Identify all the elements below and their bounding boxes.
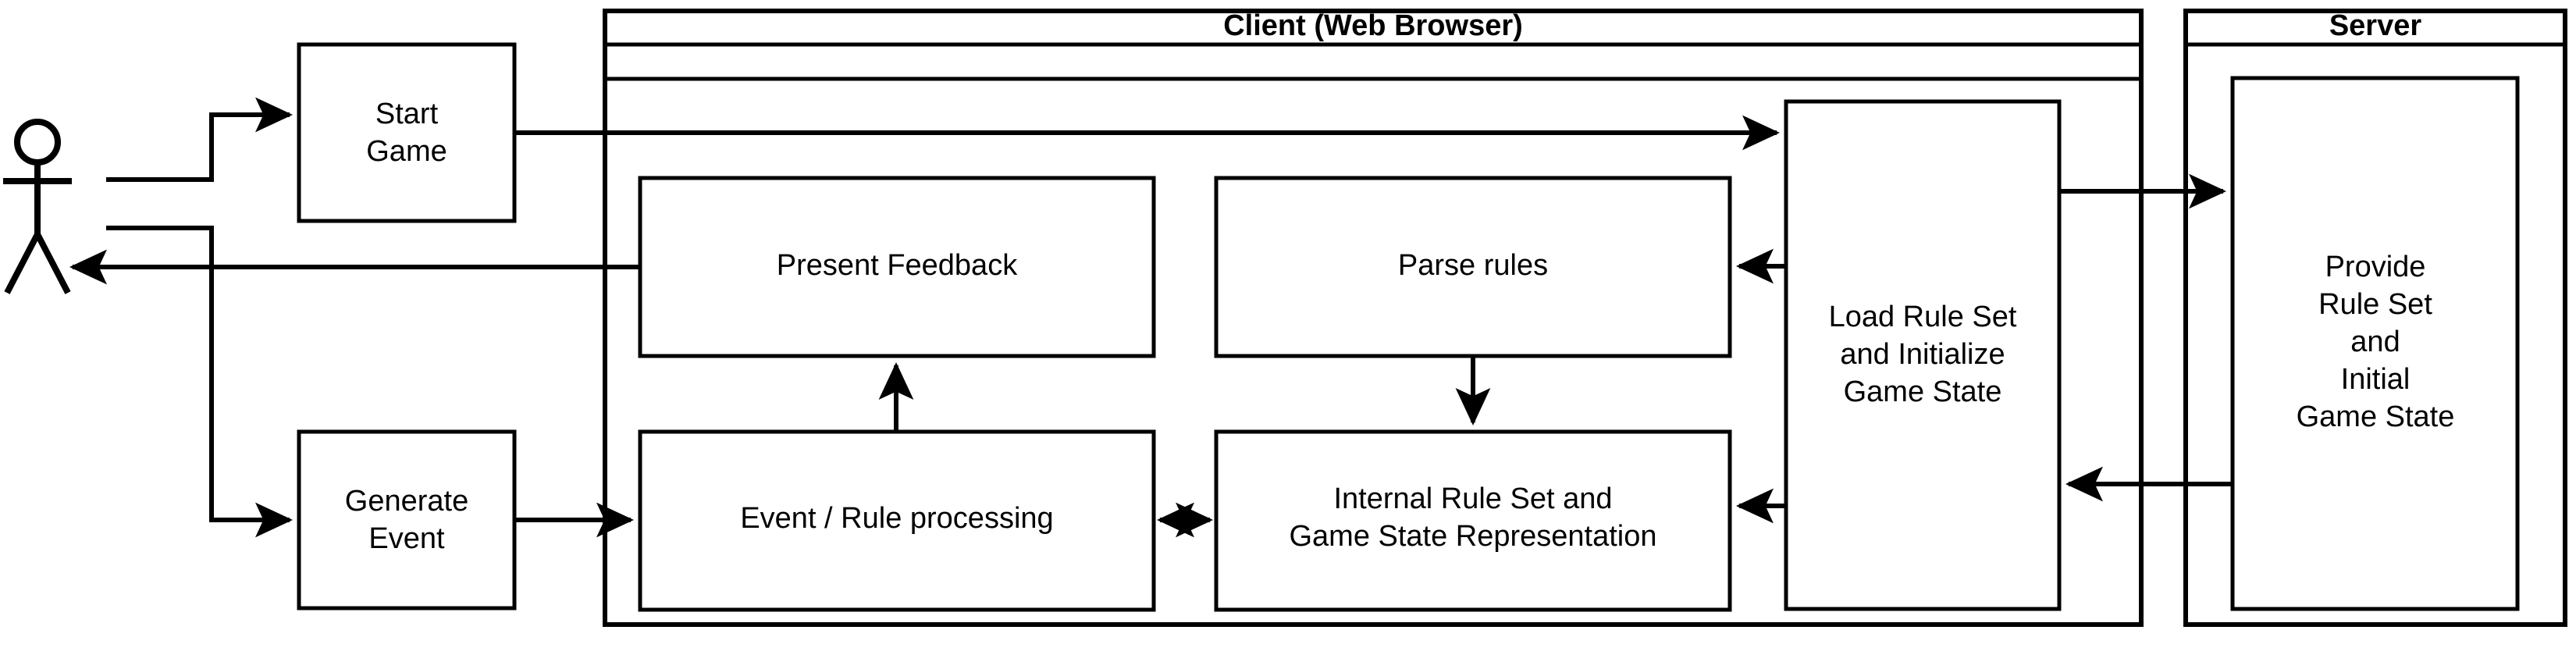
edge-actor-to-generate-event bbox=[106, 226, 293, 538]
parse-rules-label: Parse rules bbox=[1398, 249, 1548, 282]
actor-leg-right bbox=[34, 233, 71, 294]
parse-rules-box[interactable] bbox=[1214, 176, 1732, 358]
node-generate-event[interactable]: Generate Event bbox=[297, 429, 517, 611]
server-container: Server bbox=[2183, 9, 2567, 627]
user-actor bbox=[3, 119, 72, 294]
node-parse-rules[interactable]: Parse rules bbox=[1214, 176, 1732, 358]
provide-rule-set-label-line1: Provide bbox=[2325, 251, 2426, 283]
client-container: Client (Web Browser) bbox=[603, 9, 2144, 627]
internal-rule-set-label-line1: Internal Rule Set and bbox=[1333, 482, 1612, 515]
generate-event-label-line1: Generate bbox=[345, 485, 468, 518]
node-start-game[interactable]: Start Game bbox=[297, 42, 517, 223]
event-rule-processing-label: Event / Rule processing bbox=[740, 502, 1053, 535]
present-feedback-label: Present Feedback bbox=[777, 249, 1018, 282]
load-rule-set-label-line2: and Initialize bbox=[1840, 338, 2005, 371]
server-container-border bbox=[2183, 9, 2567, 627]
load-rule-set-box[interactable] bbox=[1784, 99, 2062, 611]
load-rule-set-label-line3: Game State bbox=[1844, 376, 2002, 408]
generate-event-label-line2: Event bbox=[368, 522, 445, 555]
provide-rule-set-label-line5: Game State bbox=[2297, 400, 2455, 433]
client-container-border bbox=[603, 9, 2144, 627]
generate-event-box[interactable] bbox=[297, 429, 517, 611]
present-feedback-box[interactable] bbox=[638, 176, 1156, 358]
event-rule-processing-box[interactable] bbox=[638, 429, 1156, 612]
node-load-rule-set[interactable]: Load Rule Set and Initialize Game State bbox=[1784, 99, 2062, 611]
start-game-box[interactable] bbox=[297, 42, 517, 223]
internal-rule-set-label-line2: Game State Representation bbox=[1289, 520, 1656, 553]
provide-rule-set-label-line4: Initial bbox=[2341, 363, 2411, 396]
edge-actor-to-start-game bbox=[106, 97, 293, 182]
node-provide-rule-set[interactable]: Provide Rule Set and Initial Game State bbox=[2230, 76, 2520, 611]
start-game-label-line2: Game bbox=[366, 135, 447, 168]
internal-rule-set-box[interactable] bbox=[1214, 429, 1732, 612]
server-container-title: Server bbox=[2329, 9, 2422, 42]
actor-head-icon bbox=[14, 119, 61, 166]
actor-leg-left bbox=[4, 233, 41, 294]
start-game-label-line1: Start bbox=[375, 98, 439, 130]
client-container-title: Client (Web Browser) bbox=[1223, 9, 1523, 42]
node-present-feedback[interactable]: Present Feedback bbox=[638, 176, 1156, 358]
node-internal-rule-set[interactable]: Internal Rule Set and Game State Represe… bbox=[1214, 429, 1732, 612]
provide-rule-set-label-line2: Rule Set bbox=[2318, 288, 2432, 321]
provide-rule-set-label-line3: and bbox=[2350, 326, 2400, 358]
node-event-rule-processing[interactable]: Event / Rule processing bbox=[638, 429, 1156, 612]
provide-rule-set-box[interactable] bbox=[2230, 76, 2520, 611]
load-rule-set-label-line1: Load Rule Set bbox=[1829, 301, 2017, 333]
